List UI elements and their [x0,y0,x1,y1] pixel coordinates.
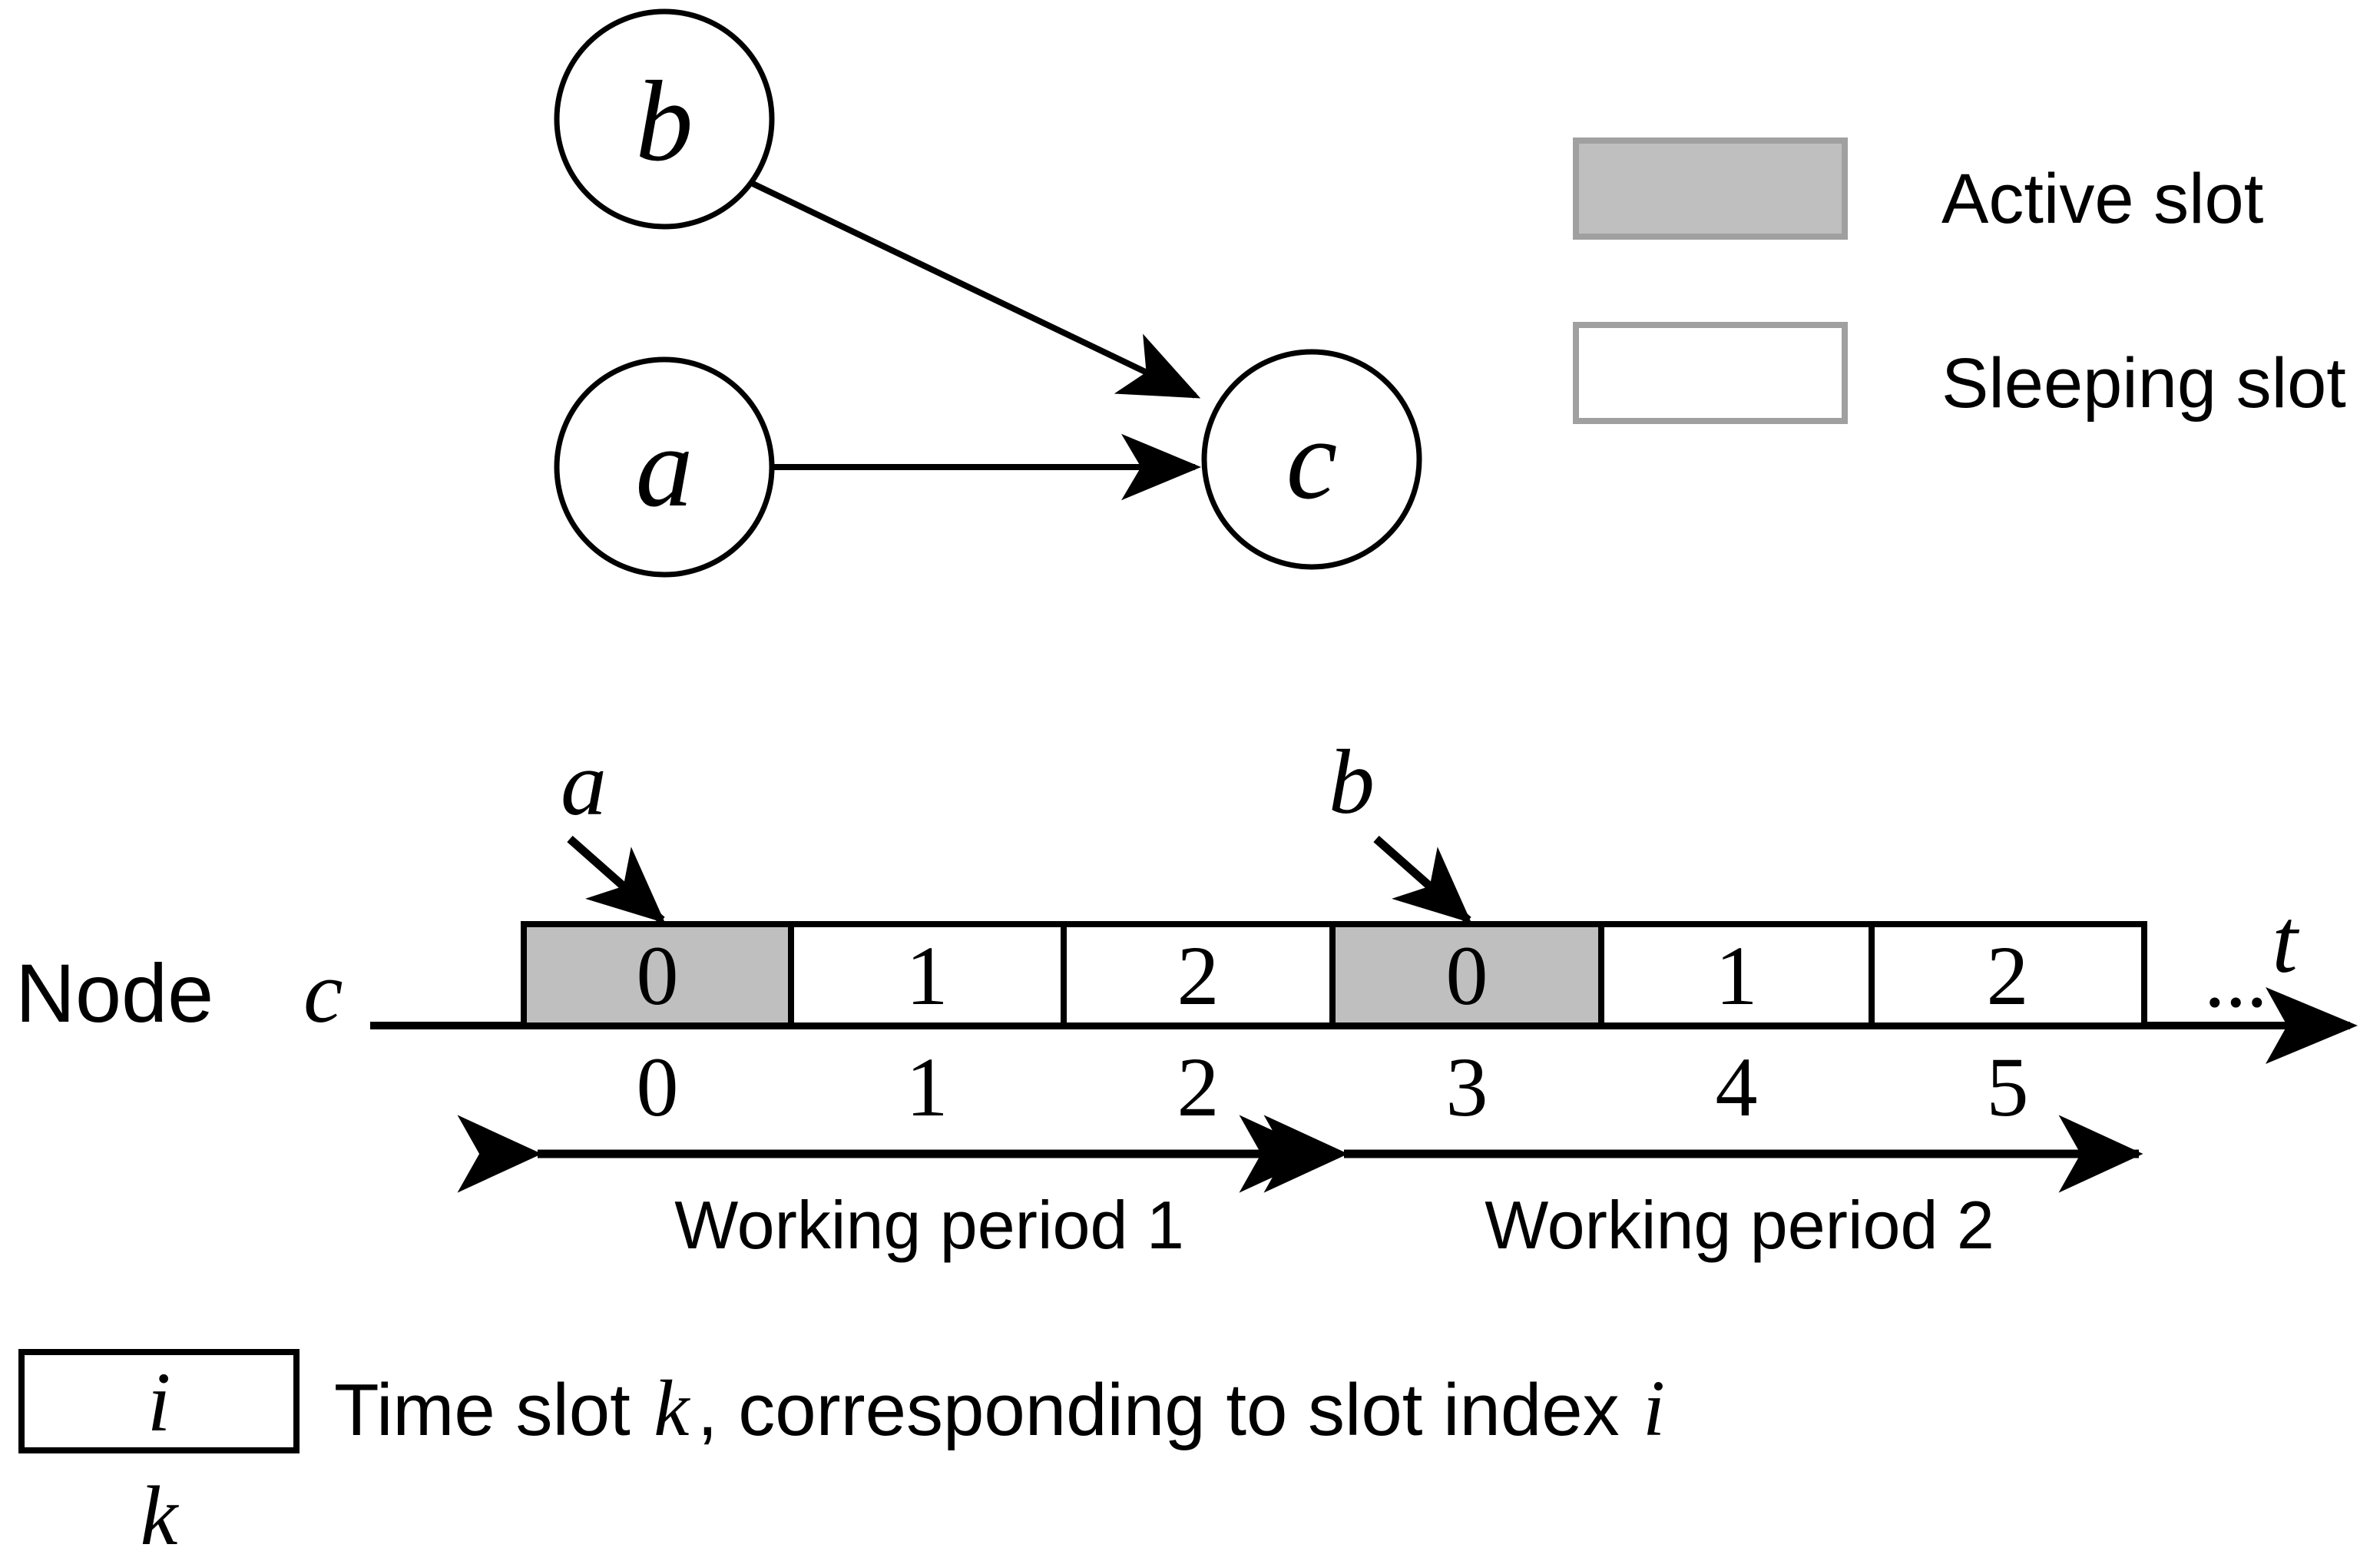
caption-slot-box [18,1349,300,1453]
annotation-a-arrow [567,835,666,924]
node-b-label: b [636,58,693,185]
sleeping-slot-label: Sleeping slot [1941,344,2346,423]
slot-k-4: 4 [1716,1040,1758,1134]
annotation-a: a [561,732,666,924]
working-periods: Working period 1 Working period 2 [457,1115,2143,1263]
slot-rect-5[interactable] [1869,921,2147,1029]
timeline-ellipsis: ... [2204,931,2268,1025]
caption-text: Time slot k , corresponding to slot inde… [334,1364,1665,1453]
legend-item-sleeping: Sleeping slot [1573,322,2346,424]
slot-rect-0[interactable] [521,921,794,1029]
timeline-node-label: Node c [15,943,343,1042]
node-c-label: c [1286,396,1338,523]
slot-rect-4[interactable] [1598,921,1875,1029]
working-period-1: Working period 1 [457,1115,1324,1263]
legend: Active slot Sleeping slot [1573,138,2346,424]
slot-box-5[interactable]: 2 5 [1869,921,2147,1134]
sleeping-slot-swatch [1573,322,1848,424]
timeline-slots: 0 0 1 1 2 2 0 3 [521,921,2147,1134]
caption-text-part2: , corresponding to slot index [697,1369,1620,1451]
edge-b-to-c [750,180,1201,399]
slot-rect-3[interactable] [1329,921,1604,1029]
working-period-2-label: Working period 2 [1485,1187,1994,1263]
slot-k-1: 1 [906,1040,948,1134]
active-slot-swatch [1573,138,1848,240]
slot-rect-1[interactable] [788,921,1067,1029]
node-a-circle[interactable] [554,356,775,578]
working-period-2: Working period 2 [1263,1115,2143,1263]
slot-k-5: 5 [1987,1040,2029,1134]
caption-symbol-i: i [1643,1364,1665,1453]
slot-k-3: 3 [1446,1040,1488,1134]
node-c-circle[interactable] [1201,349,1422,570]
caption-below-symbol: k [141,1469,180,1561]
node-b-circle[interactable] [554,8,775,230]
slot-index-1: 1 [906,929,948,1022]
node-a-label: a [636,403,693,531]
annotation-a-label: a [561,732,607,834]
slot-rect-2[interactable] [1061,921,1336,1029]
slot-index-4: 1 [1716,929,1758,1022]
graph-edges [750,180,1201,501]
slot-index-3: 0 [1446,929,1488,1022]
slot-box-2[interactable]: 2 2 [1061,921,1336,1134]
node-a[interactable]: a [554,356,775,578]
slot-k-2: 2 [1177,1040,1220,1134]
time-axis-symbol: t [2272,890,2299,992]
timeline-node-prefix: Node [15,946,214,1039]
slot-box-1[interactable]: 1 1 [788,921,1067,1134]
node-b[interactable]: b [554,8,775,230]
slot-k-0: 0 [637,1040,679,1134]
caption-text-part1: Time slot [334,1369,631,1451]
annotation-b: b [1329,731,1472,924]
slot-index-5: 2 [1987,929,2029,1022]
timeline-node-symbol: c [303,943,343,1042]
graph-nodes: b a c [554,8,1422,578]
legend-item-active: Active slot [1573,138,2263,240]
annotation-b-label: b [1329,731,1375,833]
node-c[interactable]: c [1201,349,1422,570]
slot-box-4[interactable]: 1 4 [1598,921,1875,1134]
slot-box-3[interactable]: 0 3 [1329,921,1604,1134]
timeline-annotations: a b [561,731,1472,924]
caption-box-symbol: i [147,1355,171,1449]
slot-index-0: 0 [637,929,679,1022]
working-period-1-label: Working period 1 [674,1187,1184,1263]
caption-legend: i k Time slot k , corresponding to slot … [18,1349,1665,1561]
slot-index-2: 2 [1177,929,1220,1022]
annotation-b-arrow [1373,835,1472,924]
caption-symbol-k: k [654,1364,690,1453]
slot-box-0[interactable]: 0 0 [521,921,794,1134]
active-slot-label: Active slot [1941,160,2263,238]
